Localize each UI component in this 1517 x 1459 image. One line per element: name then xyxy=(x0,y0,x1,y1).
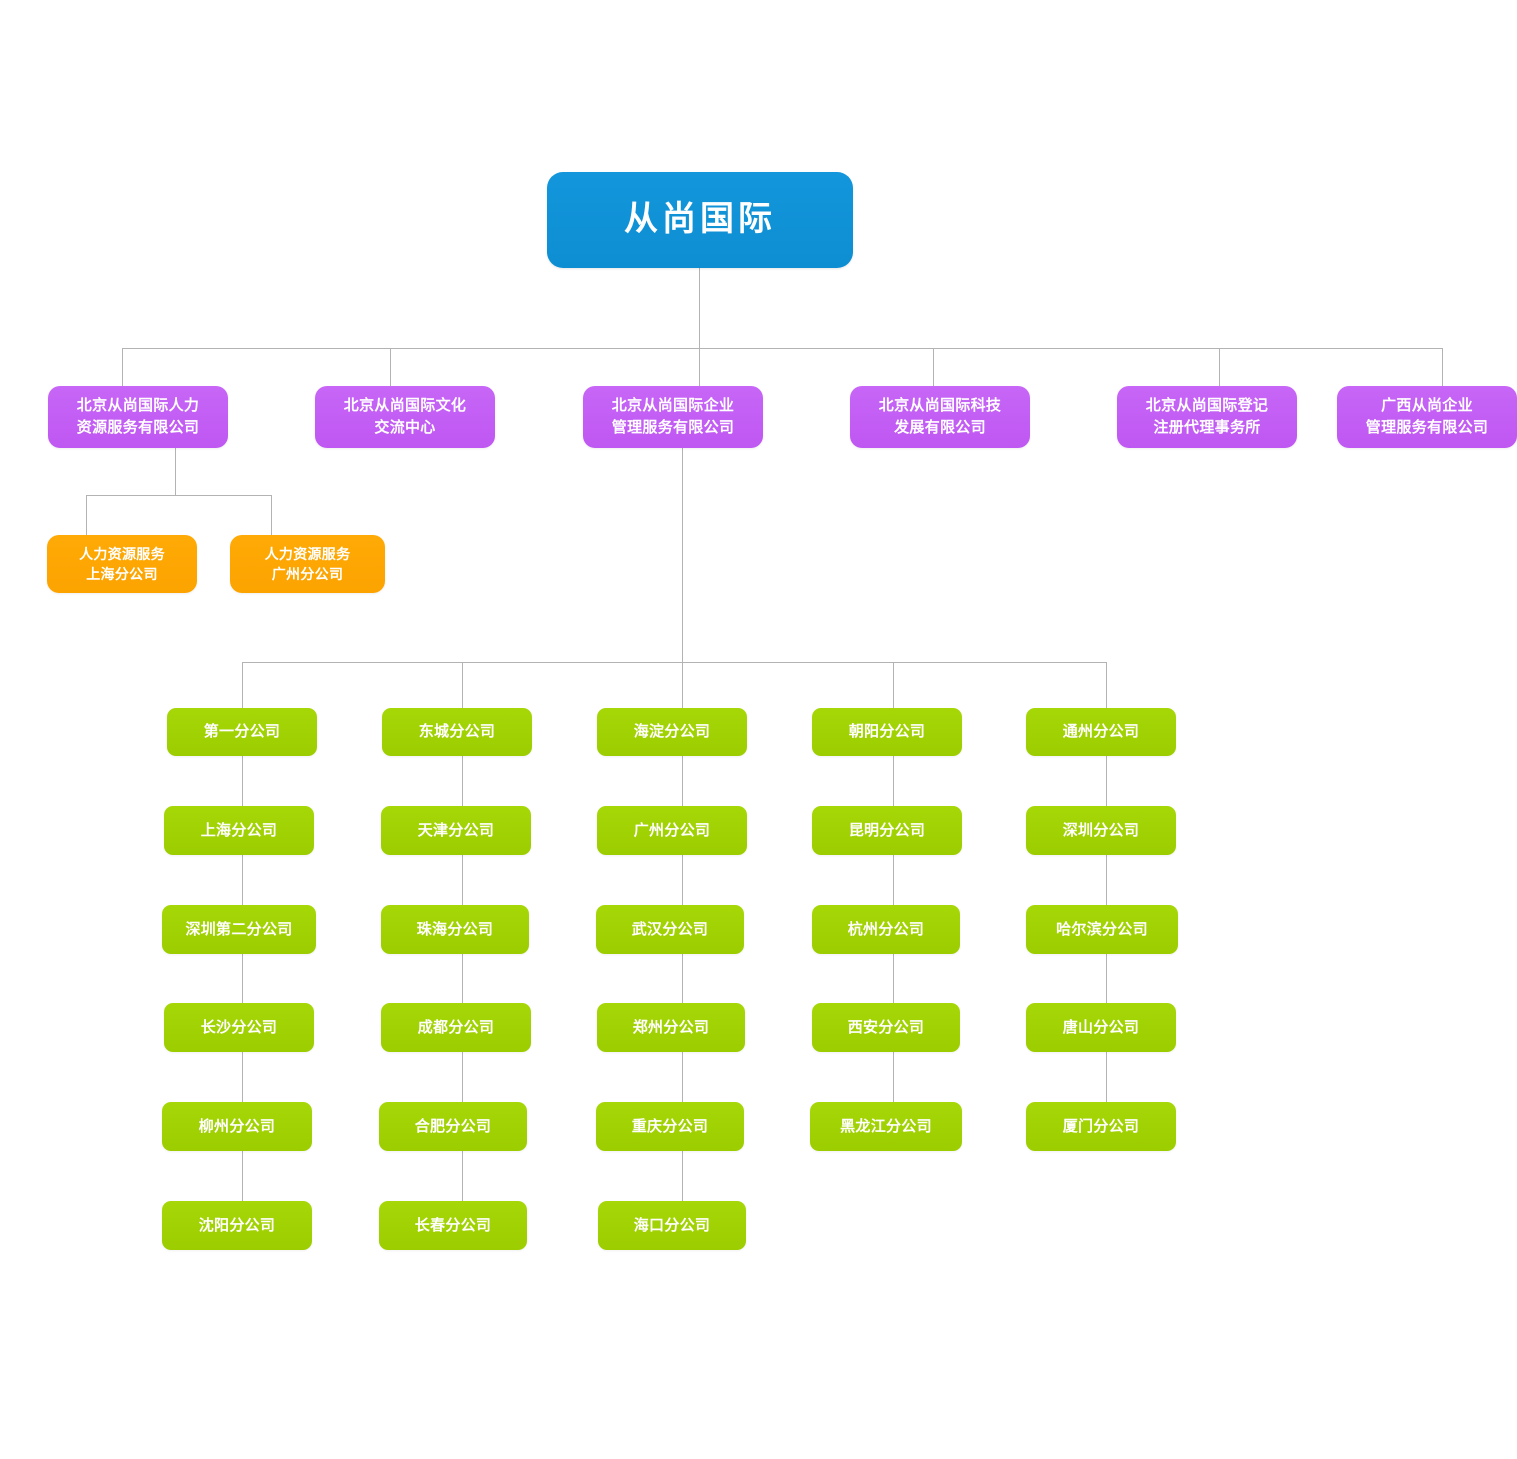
connector-chain-c5-r1 xyxy=(1106,756,1107,806)
org-node-branch-c2-r1[interactable]: 东城分公司 xyxy=(382,708,532,756)
org-node-division-hr[interactable]: 北京从尚国际人力 资源服务有限公司 xyxy=(48,386,228,448)
connector-drop-division-3 xyxy=(699,348,700,386)
connector-chain-c1-r4 xyxy=(242,1052,243,1102)
org-node-branch-c5-r4[interactable]: 唐山分公司 xyxy=(1026,1003,1176,1052)
connector-drop-hr-2 xyxy=(271,495,272,535)
org-node-branch-c3-r2[interactable]: 广州分公司 xyxy=(597,806,747,855)
connector-chain-c3-r2 xyxy=(682,855,683,905)
connector-drop-hr-1 xyxy=(86,495,87,535)
connector-chain-c3-r1 xyxy=(682,756,683,806)
connector-chain-c2-r4 xyxy=(462,1052,463,1102)
org-node-root[interactable]: 从尚国际 xyxy=(547,172,853,268)
connector-drop-division-1 xyxy=(122,348,123,386)
org-node-branch-c2-r2[interactable]: 天津分公司 xyxy=(381,806,531,855)
connector-chain-c3-r4 xyxy=(682,1052,683,1102)
org-node-branch-c2-r6[interactable]: 长春分公司 xyxy=(379,1201,527,1250)
connector-chain-c3-r3 xyxy=(682,954,683,1004)
org-node-branch-c3-r3[interactable]: 武汉分公司 xyxy=(596,905,744,954)
org-node-branch-c4-r2[interactable]: 昆明分公司 xyxy=(812,806,962,855)
org-node-branch-c2-r3[interactable]: 珠海分公司 xyxy=(381,905,529,954)
org-node-hr-branch-shanghai[interactable]: 人力资源服务 上海分公司 xyxy=(47,535,197,593)
org-node-division-enterprise[interactable]: 北京从尚国际企业 管理服务有限公司 xyxy=(583,386,763,448)
org-node-branch-c1-r2[interactable]: 上海分公司 xyxy=(164,806,314,855)
org-node-division-tech[interactable]: 北京从尚国际科技 发展有限公司 xyxy=(850,386,1030,448)
connector-chain-c1-r1 xyxy=(242,756,243,806)
connector-hr-stem xyxy=(175,448,176,495)
connector-chain-c4-r4 xyxy=(893,1052,894,1102)
connector-chain-c1-r2 xyxy=(242,855,243,905)
connector-chain-c2-r5 xyxy=(462,1151,463,1201)
org-node-branch-c2-r4[interactable]: 成都分公司 xyxy=(381,1003,531,1052)
connector-hr-bus xyxy=(86,495,272,496)
org-node-branch-c1-r6[interactable]: 沈阳分公司 xyxy=(162,1201,312,1250)
connector-chain-c1-r5 xyxy=(242,1151,243,1201)
connector-chain-c5-r2 xyxy=(1106,855,1107,905)
connector-drop-branch-col-2 xyxy=(462,662,463,708)
connector-chain-c2-r3 xyxy=(462,954,463,1004)
connector-chain-c2-r1 xyxy=(462,756,463,806)
connector-chain-c3-r5 xyxy=(682,1151,683,1201)
connector-drop-division-4 xyxy=(933,348,934,386)
connector-root-stem xyxy=(699,268,700,348)
connector-branch-bus xyxy=(242,662,1106,663)
org-node-branch-c5-r3[interactable]: 哈尔滨分公司 xyxy=(1026,905,1178,954)
org-node-branch-c1-r4[interactable]: 长沙分公司 xyxy=(164,1003,314,1052)
org-node-division-culture[interactable]: 北京从尚国际文化 交流中心 xyxy=(315,386,495,448)
connector-drop-branch-col-3 xyxy=(682,662,683,708)
connector-chain-c1-r3 xyxy=(242,954,243,1004)
connector-enterprise-stem xyxy=(682,448,683,662)
org-node-division-registry[interactable]: 北京从尚国际登记 注册代理事务所 xyxy=(1117,386,1297,448)
connector-division-bus xyxy=(122,348,1442,349)
connector-drop-division-5 xyxy=(1219,348,1220,386)
org-node-division-guangxi[interactable]: 广西从尚企业 管理服务有限公司 xyxy=(1337,386,1517,448)
connector-drop-division-2 xyxy=(390,348,391,386)
connector-drop-branch-col-1 xyxy=(242,662,243,708)
org-node-branch-c4-r4[interactable]: 西安分公司 xyxy=(812,1003,960,1052)
org-node-branch-c3-r5[interactable]: 重庆分公司 xyxy=(596,1102,744,1151)
org-node-branch-c4-r5[interactable]: 黑龙江分公司 xyxy=(810,1102,962,1151)
org-node-branch-c4-r3[interactable]: 杭州分公司 xyxy=(812,905,960,954)
org-node-branch-c3-r6[interactable]: 海口分公司 xyxy=(598,1201,746,1250)
connector-chain-c5-r3 xyxy=(1106,954,1107,1004)
org-node-branch-c2-r5[interactable]: 合肥分公司 xyxy=(379,1102,527,1151)
connector-drop-branch-col-5 xyxy=(1106,662,1107,708)
connector-drop-branch-col-4 xyxy=(893,662,894,708)
org-node-branch-c4-r1[interactable]: 朝阳分公司 xyxy=(812,708,962,756)
connector-chain-c4-r1 xyxy=(893,756,894,806)
connector-chain-c2-r2 xyxy=(462,855,463,905)
org-node-branch-c3-r4[interactable]: 郑州分公司 xyxy=(597,1003,745,1052)
connector-chain-c4-r3 xyxy=(893,954,894,1004)
connector-chain-c4-r2 xyxy=(893,855,894,905)
org-node-branch-c1-r1[interactable]: 第一分公司 xyxy=(167,708,317,756)
org-node-branch-c5-r2[interactable]: 深圳分公司 xyxy=(1026,806,1176,855)
org-node-branch-c1-r5[interactable]: 柳州分公司 xyxy=(162,1102,312,1151)
org-node-branch-c3-r1[interactable]: 海淀分公司 xyxy=(597,708,747,756)
org-node-branch-c1-r3[interactable]: 深圳第二分公司 xyxy=(162,905,316,954)
connector-chain-c5-r4 xyxy=(1106,1052,1107,1102)
org-node-branch-c5-r1[interactable]: 通州分公司 xyxy=(1026,708,1176,756)
org-node-hr-branch-guangzhou[interactable]: 人力资源服务 广州分公司 xyxy=(230,535,385,593)
connector-drop-division-6 xyxy=(1442,348,1443,386)
org-node-branch-c5-r5[interactable]: 厦门分公司 xyxy=(1026,1102,1176,1151)
